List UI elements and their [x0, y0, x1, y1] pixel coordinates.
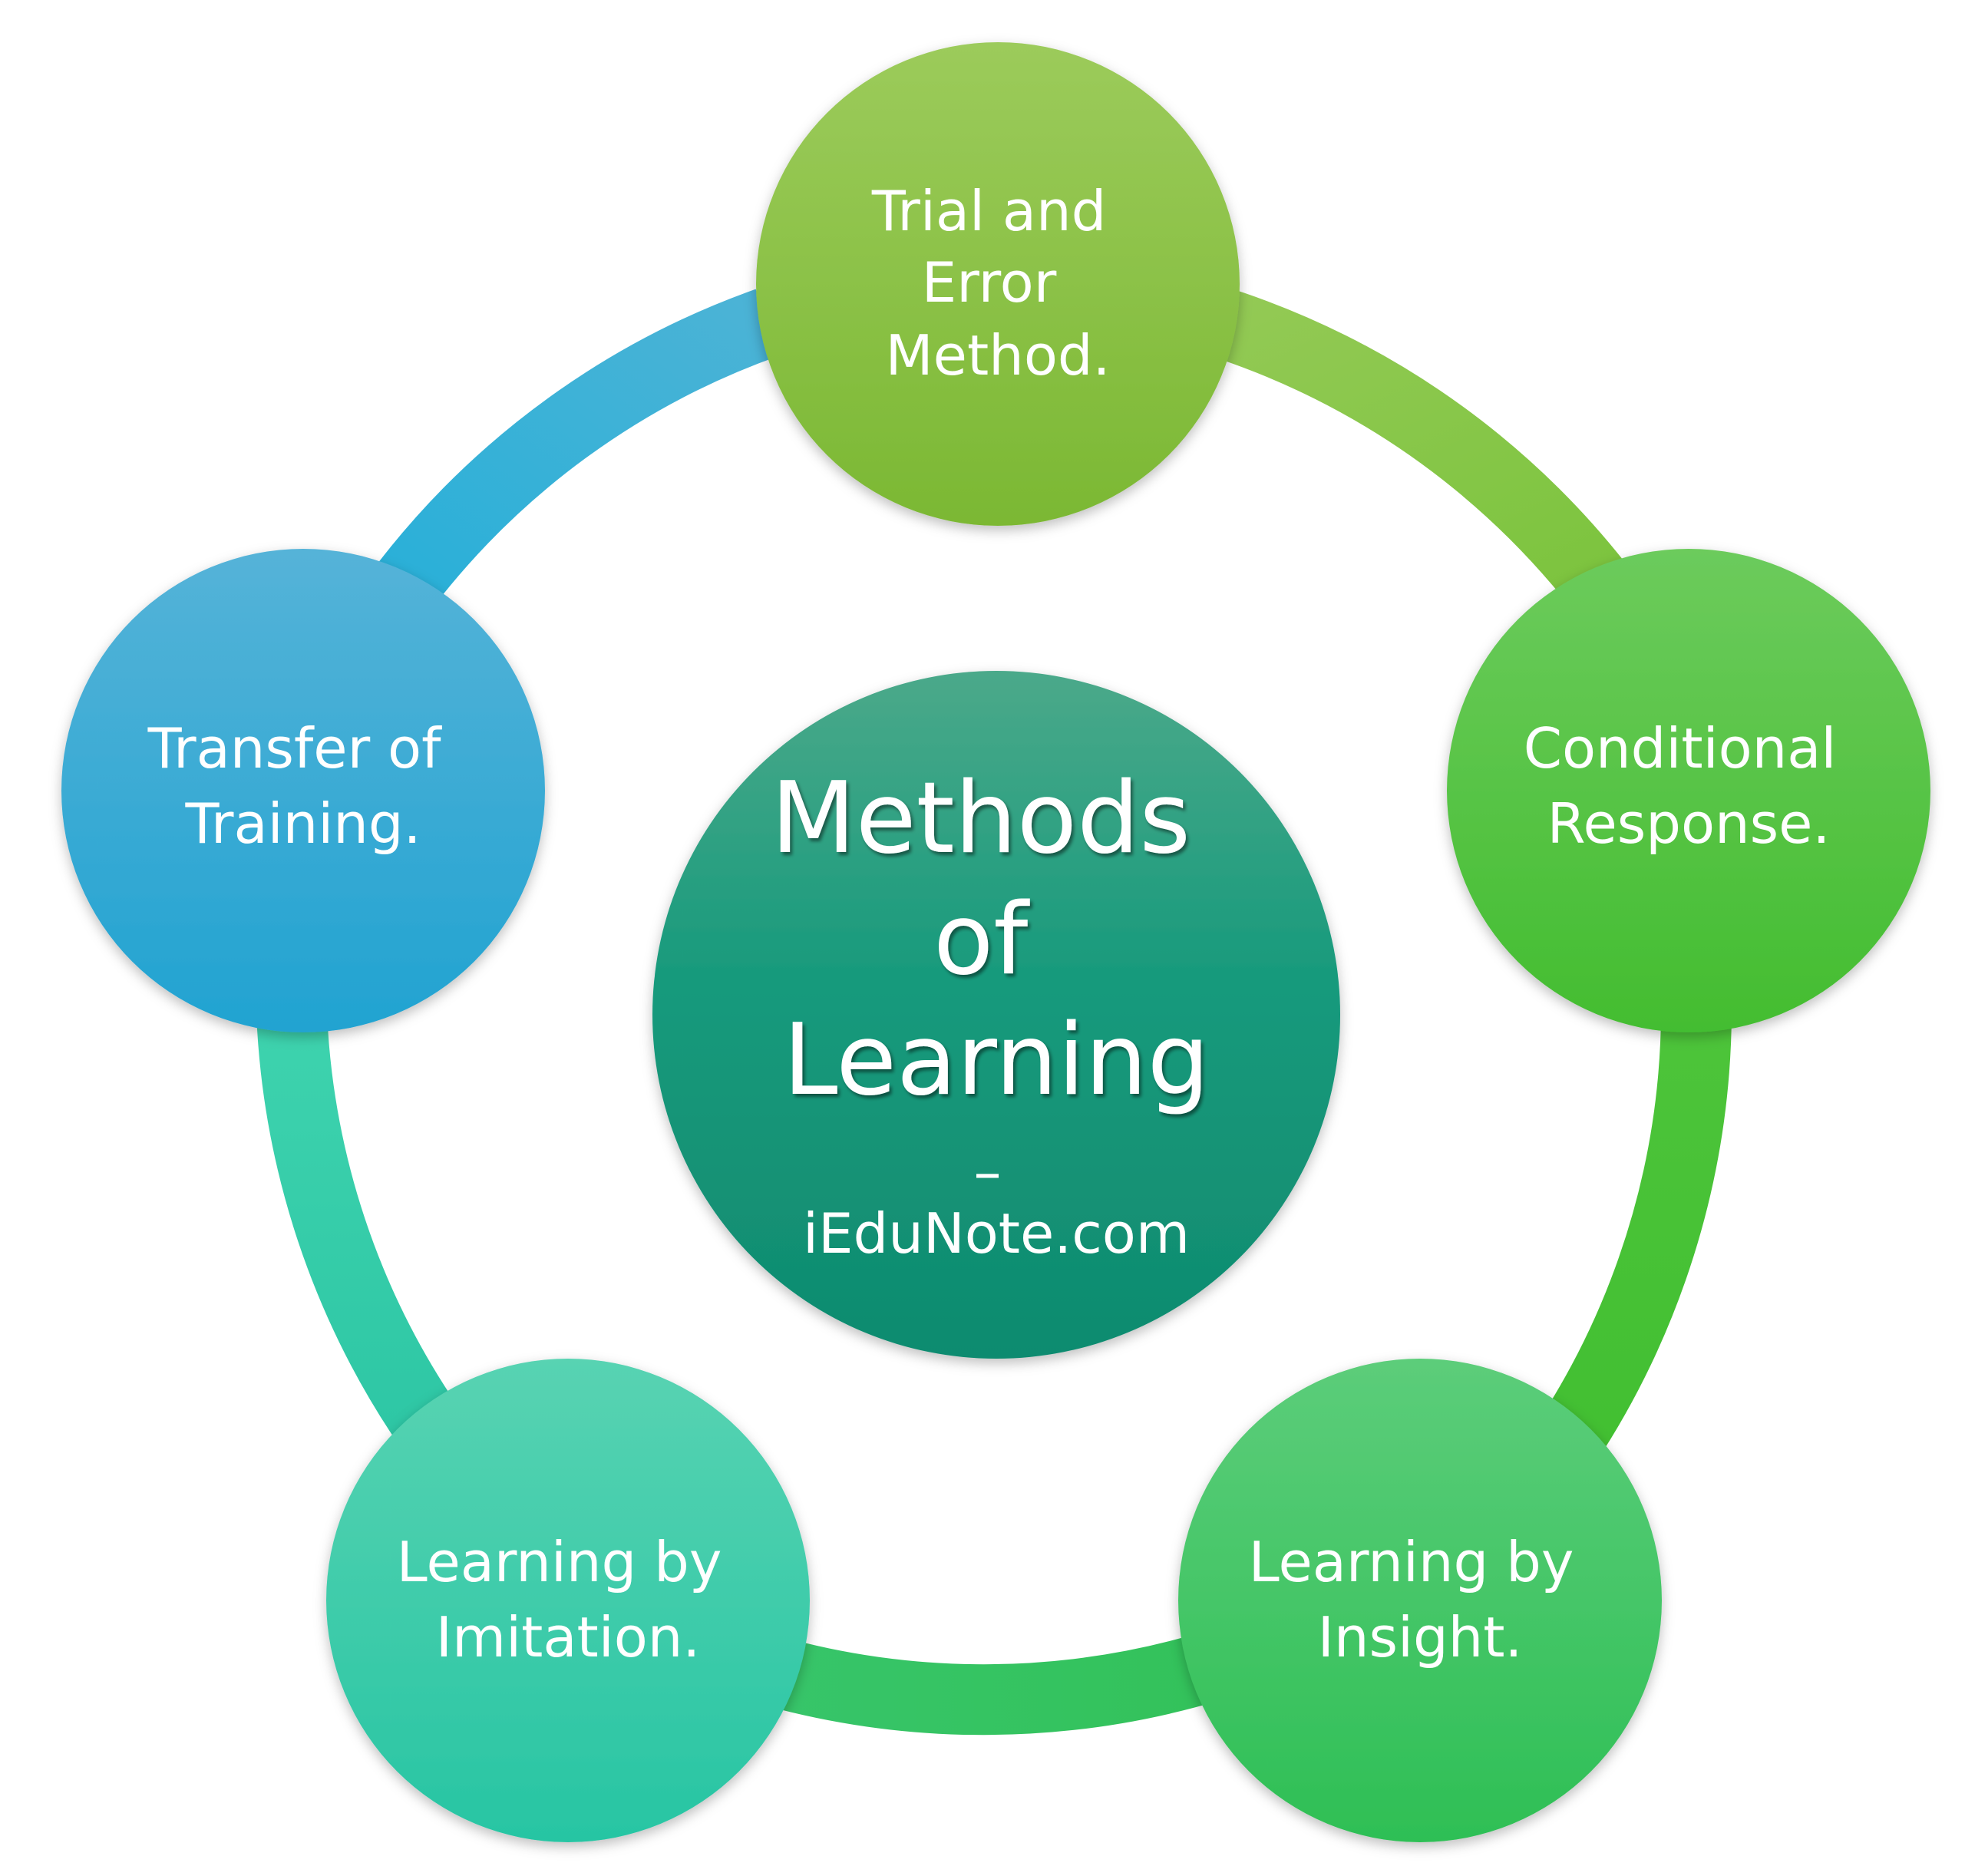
node-label-line: Method. [886, 323, 1111, 388]
center-title-line: Methods [771, 761, 1191, 876]
node-trial-and-error: Trial and Error Method. [756, 42, 1240, 526]
node-label-line: Learning by [1249, 1530, 1574, 1594]
center-circle [652, 671, 1340, 1359]
node-circle [1178, 1359, 1662, 1842]
node-label-line: Transfer of [147, 716, 442, 781]
node-label-line: Trial and [871, 179, 1106, 243]
svg-text:Learning by Insight.: Learning by Insight. [1249, 1530, 1592, 1670]
node-circle [1447, 549, 1930, 1032]
center-subtitle: iEduNote.com [803, 1201, 1190, 1266]
connector-ring [256, 249, 1732, 1736]
svg-text:Learning by Imitation.: Learning by Imitation. [397, 1530, 740, 1670]
node-conditional-response: Conditional Response. [1447, 549, 1930, 1032]
node-label-line: Imitation. [436, 1605, 701, 1670]
center-node: Methods of Learning – iEduNote.com [652, 671, 1340, 1359]
svg-text:– iEduNote.com: – iEduNote.com [803, 1140, 1190, 1266]
node-learning-by-imitation: Learning by Imitation. [326, 1359, 810, 1842]
svg-text:Transfer of Training.: Transfer of Training. [147, 716, 459, 856]
node-learning-by-insight: Learning by Insight. [1178, 1359, 1662, 1842]
center-title-line: of [933, 883, 1030, 997]
svg-text:Methods of Learnin: Methods of Learning [771, 761, 1221, 1118]
node-transfer-of-training: Transfer of Training. [61, 549, 545, 1032]
node-label-line: Insight. [1318, 1605, 1523, 1670]
node-label-line: Conditional [1524, 716, 1837, 781]
svg-text:Trial and Error Me: Trial and Error Method. [871, 179, 1124, 388]
node-label-line: Response. [1547, 791, 1831, 856]
node-circle [61, 549, 545, 1032]
svg-text:Conditional Response.: Conditional Response. [1524, 716, 1854, 856]
center-dash: – [974, 1140, 1002, 1204]
node-label-line: Error [922, 250, 1057, 315]
connector-imitation-to-transfer [256, 1012, 459, 1448]
node-label-line: Learning by [397, 1530, 722, 1594]
node-circle [326, 1359, 810, 1842]
connector-transfer-to-trial [378, 289, 780, 606]
center-title-line: Learning [783, 1003, 1210, 1118]
node-circle [756, 42, 1240, 526]
node-label-line: Training. [185, 791, 421, 856]
connector-insight-to-imitation [758, 1631, 1224, 1736]
